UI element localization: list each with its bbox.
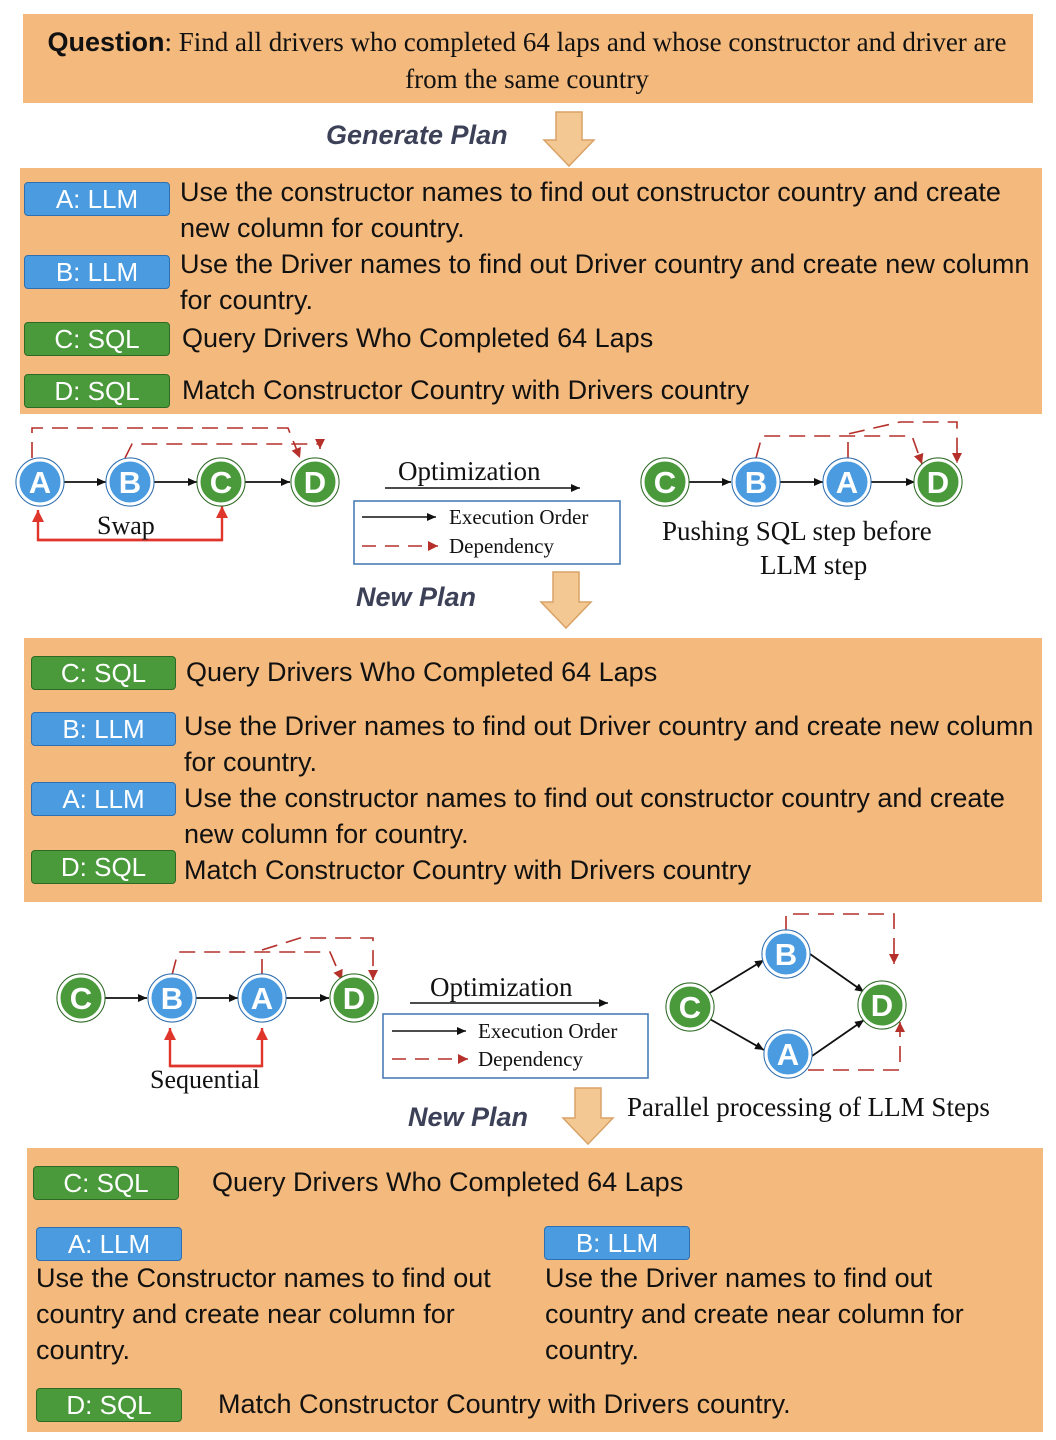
- pushing-caption-1: Pushing SQL step before: [662, 516, 932, 546]
- plan1-text-a: Use the constructor names to find out co…: [180, 177, 1001, 243]
- node-label: B: [161, 981, 183, 1016]
- plan3-text-d: Match Constructor Country with Drivers c…: [218, 1389, 791, 1419]
- node-label: A: [251, 981, 273, 1016]
- node-a: A: [822, 457, 872, 507]
- node-c: C: [665, 982, 715, 1032]
- node-c: C: [640, 457, 690, 507]
- swap-arrow: [38, 506, 228, 542]
- sequential-caption: Sequential: [150, 1065, 260, 1094]
- node-a: A: [237, 973, 287, 1023]
- plan1-text-c: Query Drivers Who Completed 64 Laps: [182, 323, 654, 353]
- plan3-text-a: Use the Constructor names to find out co…: [36, 1263, 491, 1365]
- plan1-tag-c: C: SQL: [24, 322, 170, 356]
- legend-exec-label: Execution Order: [449, 505, 588, 529]
- node-label: C: [210, 465, 232, 500]
- node-label: D: [927, 465, 949, 500]
- exec-arrow: [811, 1019, 865, 1057]
- question-label: Question: [47, 27, 165, 57]
- sequential-arrow: [164, 1028, 262, 1068]
- node-label: A: [777, 1037, 799, 1072]
- node-label: D: [871, 988, 893, 1023]
- plan2-text-b: Use the Driver names to find out Driver …: [184, 711, 1034, 777]
- dependency-line: [808, 1022, 905, 1071]
- dependency-line: [785, 913, 899, 964]
- generate-plan-label: Generate Plan: [326, 120, 508, 150]
- plan1-panel: [20, 168, 1042, 414]
- node-b: B: [731, 457, 781, 507]
- pushing-caption-2: LLM step: [760, 550, 867, 580]
- sequential-arrow: [170, 1028, 268, 1068]
- plan2-tag-a: A: LLM: [31, 782, 176, 816]
- node-a: A: [15, 457, 65, 507]
- plan2-tag-c: C: SQL: [31, 656, 176, 690]
- plan1-text-d: Match Constructor Country with Drivers c…: [182, 375, 750, 405]
- plan1-text-b: Use the Driver names to find out Driver …: [180, 249, 1030, 315]
- legend-box: [382, 1013, 649, 1079]
- legend-dep-label: Dependency: [449, 534, 554, 558]
- legend-exec-label: Execution Order: [478, 1019, 617, 1043]
- node-a: A: [763, 1029, 813, 1079]
- plan3-tag-c: C: SQL: [33, 1166, 179, 1200]
- node-label: C: [654, 465, 676, 500]
- dependency-line: [31, 427, 301, 459]
- node-b: B: [147, 973, 197, 1023]
- plan2-tag-d: D: SQL: [31, 850, 176, 884]
- plan2-text-a: Use the constructor names to find out co…: [184, 783, 1005, 849]
- plan1-tag-d: D: SQL: [24, 374, 170, 408]
- parallel-caption: Parallel processing of LLM Steps: [627, 1092, 990, 1122]
- node-d: D: [329, 973, 379, 1023]
- node-label: C: [679, 990, 701, 1025]
- plan2-text-c: Query Drivers Who Completed 64 Laps: [186, 657, 658, 687]
- plan2-panel: [24, 638, 1042, 902]
- exec-arrow: [707, 959, 765, 995]
- legend-dep-label: Dependency: [478, 1047, 583, 1071]
- node-b: B: [105, 457, 155, 507]
- swap-caption: Swap: [97, 511, 155, 540]
- plan3-text-c: Query Drivers Who Completed 64 Laps: [212, 1167, 684, 1197]
- dependency-line: [171, 951, 343, 981]
- plan3-text-b: Use the Driver names to find out country…: [545, 1263, 964, 1365]
- node-label: C: [70, 981, 92, 1016]
- question: Question: Find all drivers who completed…: [24, 24, 1030, 98]
- dependency-line: [847, 421, 962, 463]
- plan3-tag-d: D: SQL: [36, 1388, 182, 1422]
- node-label: D: [343, 981, 365, 1016]
- node-label: D: [304, 465, 326, 500]
- plan2-text-d: Match Constructor Country with Drivers c…: [184, 855, 752, 885]
- dependency-line: [124, 439, 325, 459]
- dependency-line: [261, 937, 378, 980]
- node-d: D: [857, 980, 907, 1030]
- node-d: D: [290, 457, 340, 507]
- plan3-tag-b: B: LLM: [544, 1226, 690, 1260]
- optimization-label: Optimization: [430, 972, 573, 1002]
- plan2-tag-b: B: LLM: [31, 712, 176, 746]
- node-b: B: [761, 929, 811, 979]
- node-label: A: [836, 465, 858, 500]
- optimization-label: Optimization: [398, 456, 541, 486]
- question-text: : Find all drivers who completed 64 laps…: [164, 27, 1007, 94]
- dependency-line: [755, 435, 924, 465]
- node-label: B: [745, 465, 767, 500]
- node-label: B: [775, 937, 797, 972]
- node-c: C: [196, 457, 246, 507]
- plan3-tag-a: A: LLM: [36, 1227, 182, 1261]
- exec-arrow: [707, 1017, 765, 1051]
- plan3-panel: [27, 1148, 1043, 1432]
- question-panel: [23, 14, 1033, 103]
- exec-arrow: [809, 953, 865, 993]
- node-c: C: [56, 973, 106, 1023]
- node-label: B: [119, 465, 141, 500]
- plan1-tag-a: A: LLM: [24, 182, 170, 216]
- legend-box: [353, 500, 621, 565]
- plan1-tag-b: B: LLM: [24, 255, 170, 289]
- new-plan-label-2: New Plan: [408, 1102, 529, 1132]
- node-label: A: [29, 465, 51, 500]
- node-d: D: [913, 457, 963, 507]
- new-plan-label-1: New Plan: [356, 582, 477, 612]
